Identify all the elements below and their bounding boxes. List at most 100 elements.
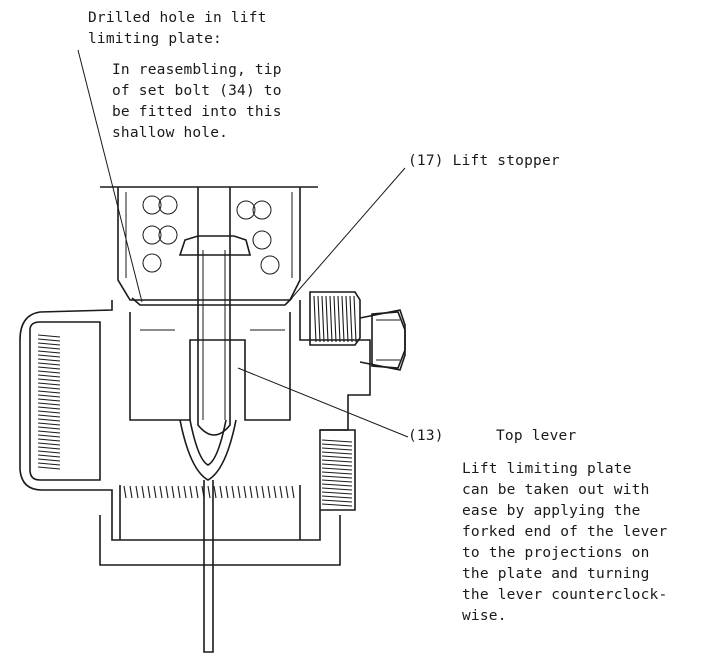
top-lever-body-7: the lever counterclock- [462, 587, 668, 603]
thread-line [317, 295, 321, 343]
thread-line [183, 485, 187, 499]
thread-line [37, 386, 61, 390]
thread-line [195, 485, 199, 499]
thread-line [37, 354, 61, 358]
thread-line [37, 350, 61, 354]
thread-line [321, 479, 353, 483]
drilled-hole-body-4: shallow hole. [112, 125, 229, 141]
top-lever-body-6: the plate and turning [462, 566, 650, 582]
thread-line [291, 485, 295, 499]
thread-line [37, 414, 61, 418]
thread-line [123, 485, 127, 499]
top-lever-body-8: wise. [462, 608, 507, 624]
thread-line [171, 485, 175, 499]
thread-line [321, 491, 353, 495]
thread-line [37, 398, 61, 402]
thread-line [37, 362, 61, 366]
thread-line [255, 485, 259, 499]
thread-line [37, 454, 61, 458]
thread-line [37, 410, 61, 414]
thread-line [321, 483, 353, 487]
thread-line [231, 485, 235, 499]
thread-line [37, 434, 61, 438]
thread-line [345, 295, 349, 343]
thread-line [321, 471, 353, 475]
thread-line [329, 295, 333, 343]
thread-line [237, 485, 241, 499]
thread-line [37, 394, 61, 398]
thread-line [37, 462, 61, 466]
thread-line [37, 430, 61, 434]
thread-line [37, 378, 61, 382]
drilled-hole-body-2: of set bolt (34) to [112, 83, 282, 99]
thread-line [321, 467, 353, 471]
drilled-hole-body-1: In reasembling, tip [112, 62, 282, 78]
top-lever-body-1: Lift limiting plate [462, 461, 632, 477]
thread-line [321, 503, 353, 507]
drilled-hole-title-1: Drilled hole in lift [88, 10, 267, 26]
thread-line [261, 485, 265, 499]
thread-line [279, 485, 283, 499]
thread-line [37, 422, 61, 426]
thread-line [353, 295, 357, 343]
lower-right-boss [320, 429, 356, 511]
thread-line [321, 463, 353, 467]
thread-line [37, 442, 61, 446]
thread-line [37, 426, 61, 430]
top-lever-body-5: to the projections on [462, 545, 650, 561]
thread-line [321, 459, 353, 463]
thread-line [349, 295, 353, 343]
thread-line [153, 485, 157, 499]
leader-top-lever [237, 367, 409, 438]
thread-line [159, 485, 163, 499]
thread-line [225, 485, 229, 499]
thread-line [321, 439, 353, 443]
thread-line [177, 485, 181, 499]
thread-line [333, 295, 337, 343]
thread-line [37, 334, 61, 338]
top-lever-body-3: ease by applying the [462, 503, 641, 519]
thread-line [321, 475, 353, 479]
drilled-hole-body-3: be fitted into this [112, 104, 282, 120]
thread-line [337, 295, 341, 343]
thread-line [321, 295, 325, 343]
thread-line [37, 366, 61, 370]
thread-line [37, 438, 61, 442]
thread-line [321, 495, 353, 499]
thread-line [321, 499, 353, 503]
thread-line [37, 374, 61, 378]
thread-line [135, 485, 139, 499]
thread-line [273, 485, 277, 499]
thread-line [313, 295, 317, 343]
right-fitting [309, 291, 406, 371]
thread-line [37, 370, 61, 374]
top-lever-number: (13) [408, 428, 444, 444]
thread-line [321, 443, 353, 447]
thread-line [37, 346, 61, 350]
thread-line [243, 485, 247, 499]
thread-line [321, 455, 353, 459]
thread-line [37, 338, 61, 342]
thread-line [37, 418, 61, 422]
thread-line [213, 485, 217, 499]
thread-line [341, 295, 345, 343]
thread-line [141, 485, 145, 499]
thread-line [285, 485, 289, 499]
thread-line [37, 446, 61, 450]
thread-line [325, 295, 329, 343]
thread-line [37, 342, 61, 346]
left-threaded-port [29, 321, 101, 481]
leader-drilled-hole [77, 49, 143, 303]
thread-line [321, 447, 353, 451]
thread-line [219, 485, 223, 499]
thread-line [129, 485, 133, 499]
spring-coils-right [236, 200, 280, 275]
top-lever-body-2: can be taken out with [462, 482, 650, 498]
thread-line [37, 458, 61, 462]
thread-line [147, 485, 151, 499]
thread-line [37, 402, 61, 406]
thread-line [37, 450, 61, 454]
thread-line [321, 487, 353, 491]
thread-line [207, 485, 211, 499]
